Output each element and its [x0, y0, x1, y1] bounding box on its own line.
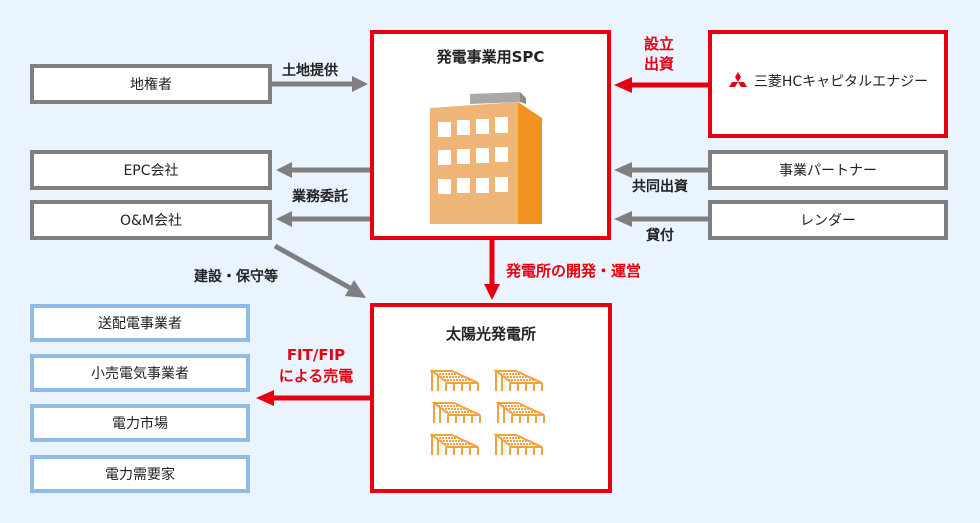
solar-plant-box: 太陽光発電所: [370, 303, 612, 493]
sponsor-name: 三菱HCキャピタルエナジー: [753, 74, 929, 90]
arrow-develop-operate: [484, 238, 500, 300]
label-establish-invest: 設立 出資: [644, 34, 674, 74]
arrow-land-provision: [270, 76, 368, 92]
solar-panels-icon: [431, 370, 545, 456]
offtaker-label: 小売電気事業者: [91, 366, 189, 382]
epc-box: EPC会社: [30, 150, 272, 190]
partner-label: 事業パートナー: [779, 163, 877, 179]
offtaker-label: 電力市場: [112, 416, 168, 432]
office-building-icon: [430, 92, 542, 224]
label-land-provision: 土地提供: [282, 63, 338, 79]
arrow-power-sale: [256, 390, 370, 406]
label-establish: 設立: [644, 35, 675, 53]
arrow-construction: [273, 243, 366, 298]
offtaker-box: 送配電事業者: [30, 304, 250, 342]
label-loan: 貸付: [646, 228, 674, 244]
om-label: O&M会社: [119, 213, 182, 229]
label-develop-operate: 発電所の開発・運営: [506, 262, 642, 280]
label-construction: 建設・保守等: [194, 269, 278, 285]
offtaker-box: 電力市場: [30, 404, 250, 442]
spc-box: 発電事業用SPC: [370, 30, 611, 240]
arrow-to-epc: [276, 162, 370, 178]
arrow-to-om: [276, 211, 370, 227]
offtaker-label: 電力需要家: [105, 467, 175, 483]
offtaker-box: 電力需要家: [30, 455, 250, 493]
offtaker-box: 小売電気事業者: [30, 354, 250, 392]
lender-label: レンダー: [800, 213, 856, 229]
label-outsourcing: 業務委託: [292, 189, 348, 205]
label-power-sale: FIT/FIP による売電: [266, 345, 366, 387]
sponsor-box: 三菱HCキャピタルエナジー: [708, 30, 948, 138]
sponsor-logo: 三菱HCキャピタルエナジー: [728, 71, 928, 91]
arrow-establish-invest: [614, 77, 710, 93]
om-box: O&M会社: [30, 200, 272, 240]
partner-box: 事業パートナー: [708, 150, 948, 190]
label-co-investment: 共同出資: [632, 179, 688, 195]
label-fit-fip: FIT/FIP: [286, 346, 346, 364]
label-sale: による売電: [278, 367, 354, 385]
spc-title: 発電事業用SPC: [436, 48, 545, 66]
epc-label: EPC会社: [123, 163, 179, 179]
arrow-co-investment: [614, 162, 710, 178]
landowner-box: 地権者: [30, 64, 272, 104]
plant-title: 太陽光発電所: [445, 325, 536, 343]
lender-box: レンダー: [708, 200, 948, 240]
three-diamonds-icon: [728, 72, 747, 87]
arrow-loan: [614, 211, 710, 227]
landowner-label: 地権者: [130, 77, 172, 93]
label-invest: 出資: [644, 55, 675, 73]
offtaker-label: 送配電事業者: [98, 316, 182, 332]
